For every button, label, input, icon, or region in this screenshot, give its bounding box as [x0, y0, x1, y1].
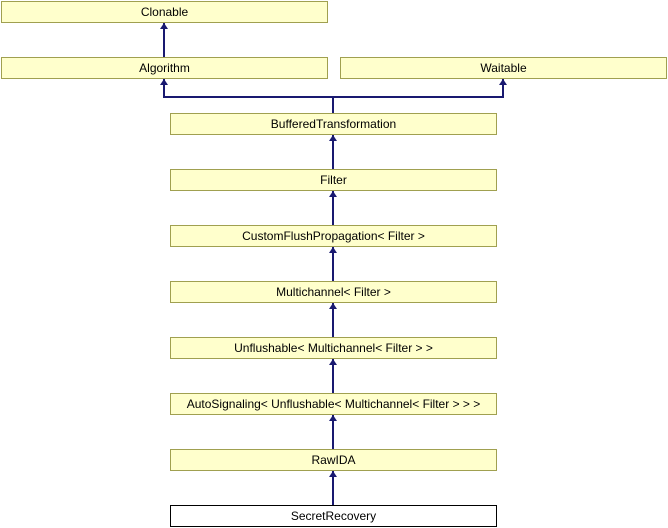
inheritance-arrowhead-icon — [329, 303, 337, 309]
edge-line-unflushable-inherits-multichannel — [332, 303, 334, 337]
edge-line-algorithm-inherits-clonable — [163, 23, 165, 57]
inheritance-arrowhead-icon — [499, 79, 507, 85]
class-node-label: CustomFlushPropagation< Filter > — [242, 229, 425, 243]
edge-line-buffered-transformation-inherits-algorithm-and-waitable — [163, 96, 504, 98]
class-node-algorithm[interactable]: Algorithm — [1, 57, 328, 79]
inheritance-arrowhead-icon — [329, 135, 337, 141]
class-node-label: BufferedTransformation — [270, 117, 397, 131]
class-node-multichannel[interactable]: Multichannel< Filter > — [170, 281, 497, 303]
edge-line-filter-inherits-buffered-transformation — [332, 135, 334, 169]
edge-line-multichannel-inherits-custom-flush-propagation — [332, 247, 334, 281]
class-node-waitable[interactable]: Waitable — [340, 57, 667, 79]
edge-line-buffered-transformation-inherits-algorithm-and-waitable — [332, 96, 334, 113]
inheritance-arrowhead-icon — [329, 415, 337, 421]
class-node-filter[interactable]: Filter — [170, 169, 497, 191]
class-node-label: RawIDA — [311, 453, 356, 467]
class-node-clonable[interactable]: Clonable — [1, 1, 328, 23]
class-node-label: SecretRecovery — [290, 509, 377, 523]
edge-line-auto-signaling-inherits-unflushable — [332, 359, 334, 393]
class-node-label: Filter — [320, 173, 347, 187]
edge-line-buffered-transformation-inherits-algorithm-and-waitable — [502, 79, 504, 98]
class-node-label: AutoSignaling< Unflushable< Multichannel… — [186, 397, 481, 411]
class-node-rawida[interactable]: RawIDA — [170, 449, 497, 471]
inheritance-arrowhead-icon — [329, 247, 337, 253]
inheritance-arrowhead-icon — [160, 23, 168, 29]
edge-line-rawida-inherits-auto-signaling — [332, 415, 334, 449]
inheritance-arrowhead-icon — [329, 471, 337, 477]
inheritance-arrowhead-icon — [160, 79, 168, 85]
inheritance-arrowhead-icon — [329, 191, 337, 197]
class-node-secret-recovery: SecretRecovery — [170, 505, 497, 527]
edge-line-secret-recovery-inherits-rawida — [332, 471, 334, 505]
inheritance-arrowhead-icon — [329, 359, 337, 365]
class-node-label: Clonable — [140, 5, 189, 19]
class-node-custom-flush-propagation[interactable]: CustomFlushPropagation< Filter > — [170, 225, 497, 247]
class-node-buffered-transformation[interactable]: BufferedTransformation — [170, 113, 497, 135]
class-node-unflushable[interactable]: Unflushable< Multichannel< Filter > > — [170, 337, 497, 359]
class-node-label: Unflushable< Multichannel< Filter > > — [234, 341, 433, 355]
edge-line-custom-flush-propagation-inherits-filter — [332, 191, 334, 225]
class-node-label: Waitable — [480, 61, 527, 75]
class-node-label: Algorithm — [139, 61, 190, 75]
edge-line-buffered-transformation-inherits-algorithm-and-waitable — [163, 79, 165, 98]
class-node-auto-signaling[interactable]: AutoSignaling< Unflushable< Multichannel… — [170, 393, 497, 415]
class-node-label: Multichannel< Filter > — [276, 285, 391, 299]
